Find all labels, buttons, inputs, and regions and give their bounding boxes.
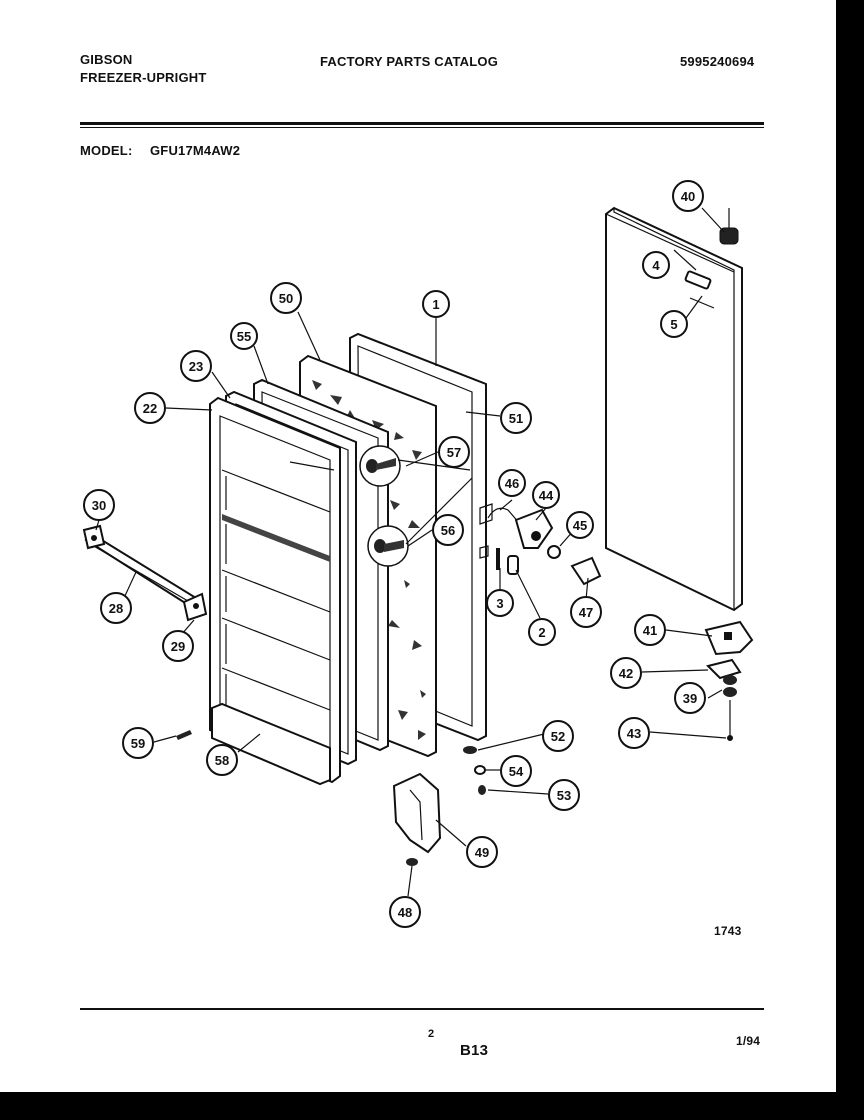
svg-text:56: 56 [441,523,455,538]
svg-text:23: 23 [189,359,203,374]
callout-48: 48 [389,896,421,928]
callout-49: 49 [466,836,498,868]
bottom-hinge-assembly [704,620,754,741]
svg-text:5: 5 [670,317,677,332]
callout-39: 39 [674,682,706,714]
header-rule-bottom [80,127,764,128]
svg-text:41: 41 [643,623,657,638]
callout-29: 29 [162,630,194,662]
handle-assembly [487,507,602,586]
callout-51: 51 [500,402,532,434]
callout-28: 28 [100,592,132,624]
door-switch-parts [496,548,519,575]
svg-text:1: 1 [432,297,439,312]
svg-text:44: 44 [539,488,554,503]
callout-47: 47 [570,596,602,628]
callout-1: 1 [422,290,450,318]
callout-40: 40 [672,180,704,212]
callout-30: 30 [83,489,115,521]
page-number: 2 [428,1028,435,1040]
svg-text:2: 2 [538,625,545,640]
svg-text:54: 54 [509,764,524,779]
callout-56: 56 [432,514,464,546]
catalog-number: 5995240694 [680,54,755,69]
callout-2: 2 [528,618,556,646]
callout-53: 53 [548,779,580,811]
svg-text:49: 49 [475,845,489,860]
callout-59: 59 [122,727,154,759]
callout-58: 58 [206,744,238,776]
svg-text:42: 42 [619,666,633,681]
svg-text:51: 51 [509,411,523,426]
footer-rule [80,1008,764,1010]
callout-57: 57 [438,436,470,468]
svg-text:46: 46 [505,476,519,491]
brand-label: GIBSON [80,52,133,67]
exploded-parts-diagram: 1 2 3 4 5 22 23 28 29 30 39 40 41 42 43 … [82,180,754,928]
svg-text:30: 30 [92,498,106,513]
catalog-title: FACTORY PARTS CATALOG [320,54,499,69]
leader-lines [95,207,727,847]
svg-text:53: 53 [557,788,571,803]
callout-42: 42 [610,657,642,689]
svg-text:59: 59 [131,736,145,751]
parts-catalog-sheet: GIBSON FREEZER-UPRIGHT FACTORY PARTS CAT… [0,0,836,1092]
svg-text:39: 39 [683,691,697,706]
callout-23: 23 [180,350,212,382]
svg-text:52: 52 [551,729,565,744]
callout-5: 5 [660,310,688,338]
door-shelf-rail [82,524,208,622]
callout-43: 43 [618,717,650,749]
callout-22: 22 [134,392,166,424]
figure-code: 1743 [714,924,742,938]
callout-55: 55 [230,322,258,350]
callout-54: 54 [500,755,532,787]
svg-text:3: 3 [496,596,503,611]
door-screw-detail [359,445,473,567]
svg-text:48: 48 [398,905,412,920]
callout-45: 45 [566,511,594,539]
product-label: FREEZER-UPRIGHT [80,70,207,85]
callout-50: 50 [270,282,302,314]
section-code: B13 [460,1042,489,1059]
callout-44: 44 [532,481,560,509]
svg-text:50: 50 [279,291,293,306]
model-value: GFU17M4AW2 [150,143,241,158]
small-screw [176,730,192,740]
svg-text:55: 55 [237,329,251,344]
callout-52: 52 [542,720,574,752]
callout-3: 3 [486,589,514,617]
hinge-pin-top [719,208,739,245]
svg-text:22: 22 [143,401,157,416]
revision-date: 1/94 [736,1034,761,1048]
svg-text:58: 58 [215,753,229,768]
svg-text:45: 45 [573,518,587,533]
hinge-hardware [463,746,486,795]
svg-text:47: 47 [579,605,593,620]
outer-door-panel [605,206,743,612]
svg-text:40: 40 [681,189,695,204]
header-rule-top [80,122,764,125]
hinge-cover [392,772,442,897]
svg-text:43: 43 [627,726,641,741]
callout-4: 4 [642,251,670,279]
svg-text:57: 57 [447,445,461,460]
callout-41: 41 [634,614,666,646]
svg-text:29: 29 [171,639,185,654]
inner-door-liner [209,396,341,786]
callout-46: 46 [498,469,526,497]
svg-text:28: 28 [109,601,123,616]
svg-text:4: 4 [652,258,660,273]
model-label: MODEL: [80,143,133,158]
